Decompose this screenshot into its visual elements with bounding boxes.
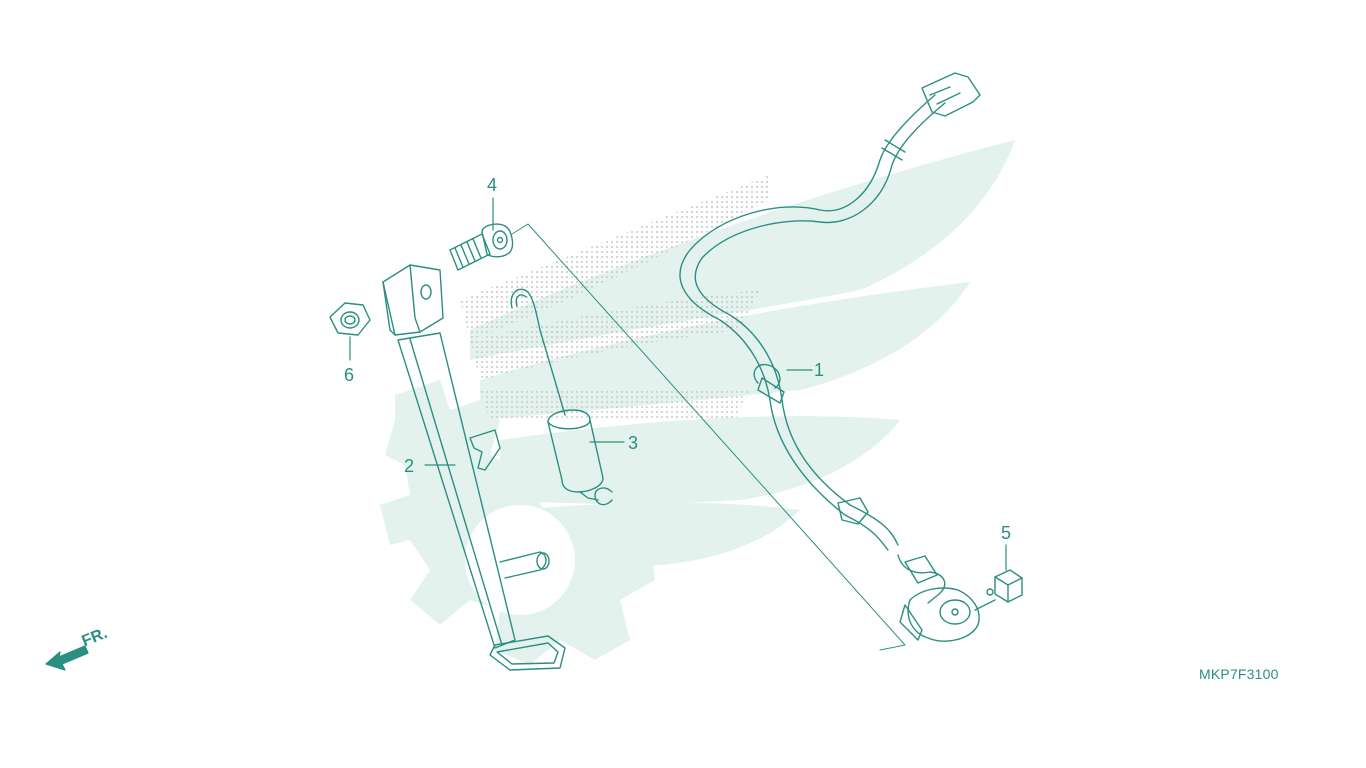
leader-lines	[349, 197, 1007, 571]
gear-watermark	[380, 380, 655, 665]
callout-5: 5	[1001, 523, 1012, 543]
pivot-bolt	[449, 223, 514, 271]
callout-1: 1	[814, 360, 825, 380]
callout-2: 2	[404, 456, 415, 476]
switch-nut	[986, 569, 1023, 603]
callout-3: 3	[628, 433, 639, 453]
spring	[510, 288, 613, 506]
stand-nut	[329, 302, 371, 336]
front-arrow-icon	[45, 645, 89, 671]
callout-4: 4	[487, 175, 498, 195]
side-stand	[382, 264, 566, 671]
sidestand-switch-harness	[679, 72, 996, 642]
dot-stipple	[460, 175, 770, 420]
assembly-guide-lines	[511, 223, 906, 651]
callout-6: 6	[344, 365, 355, 385]
diagram-code: MKP7F3100	[1199, 666, 1279, 682]
